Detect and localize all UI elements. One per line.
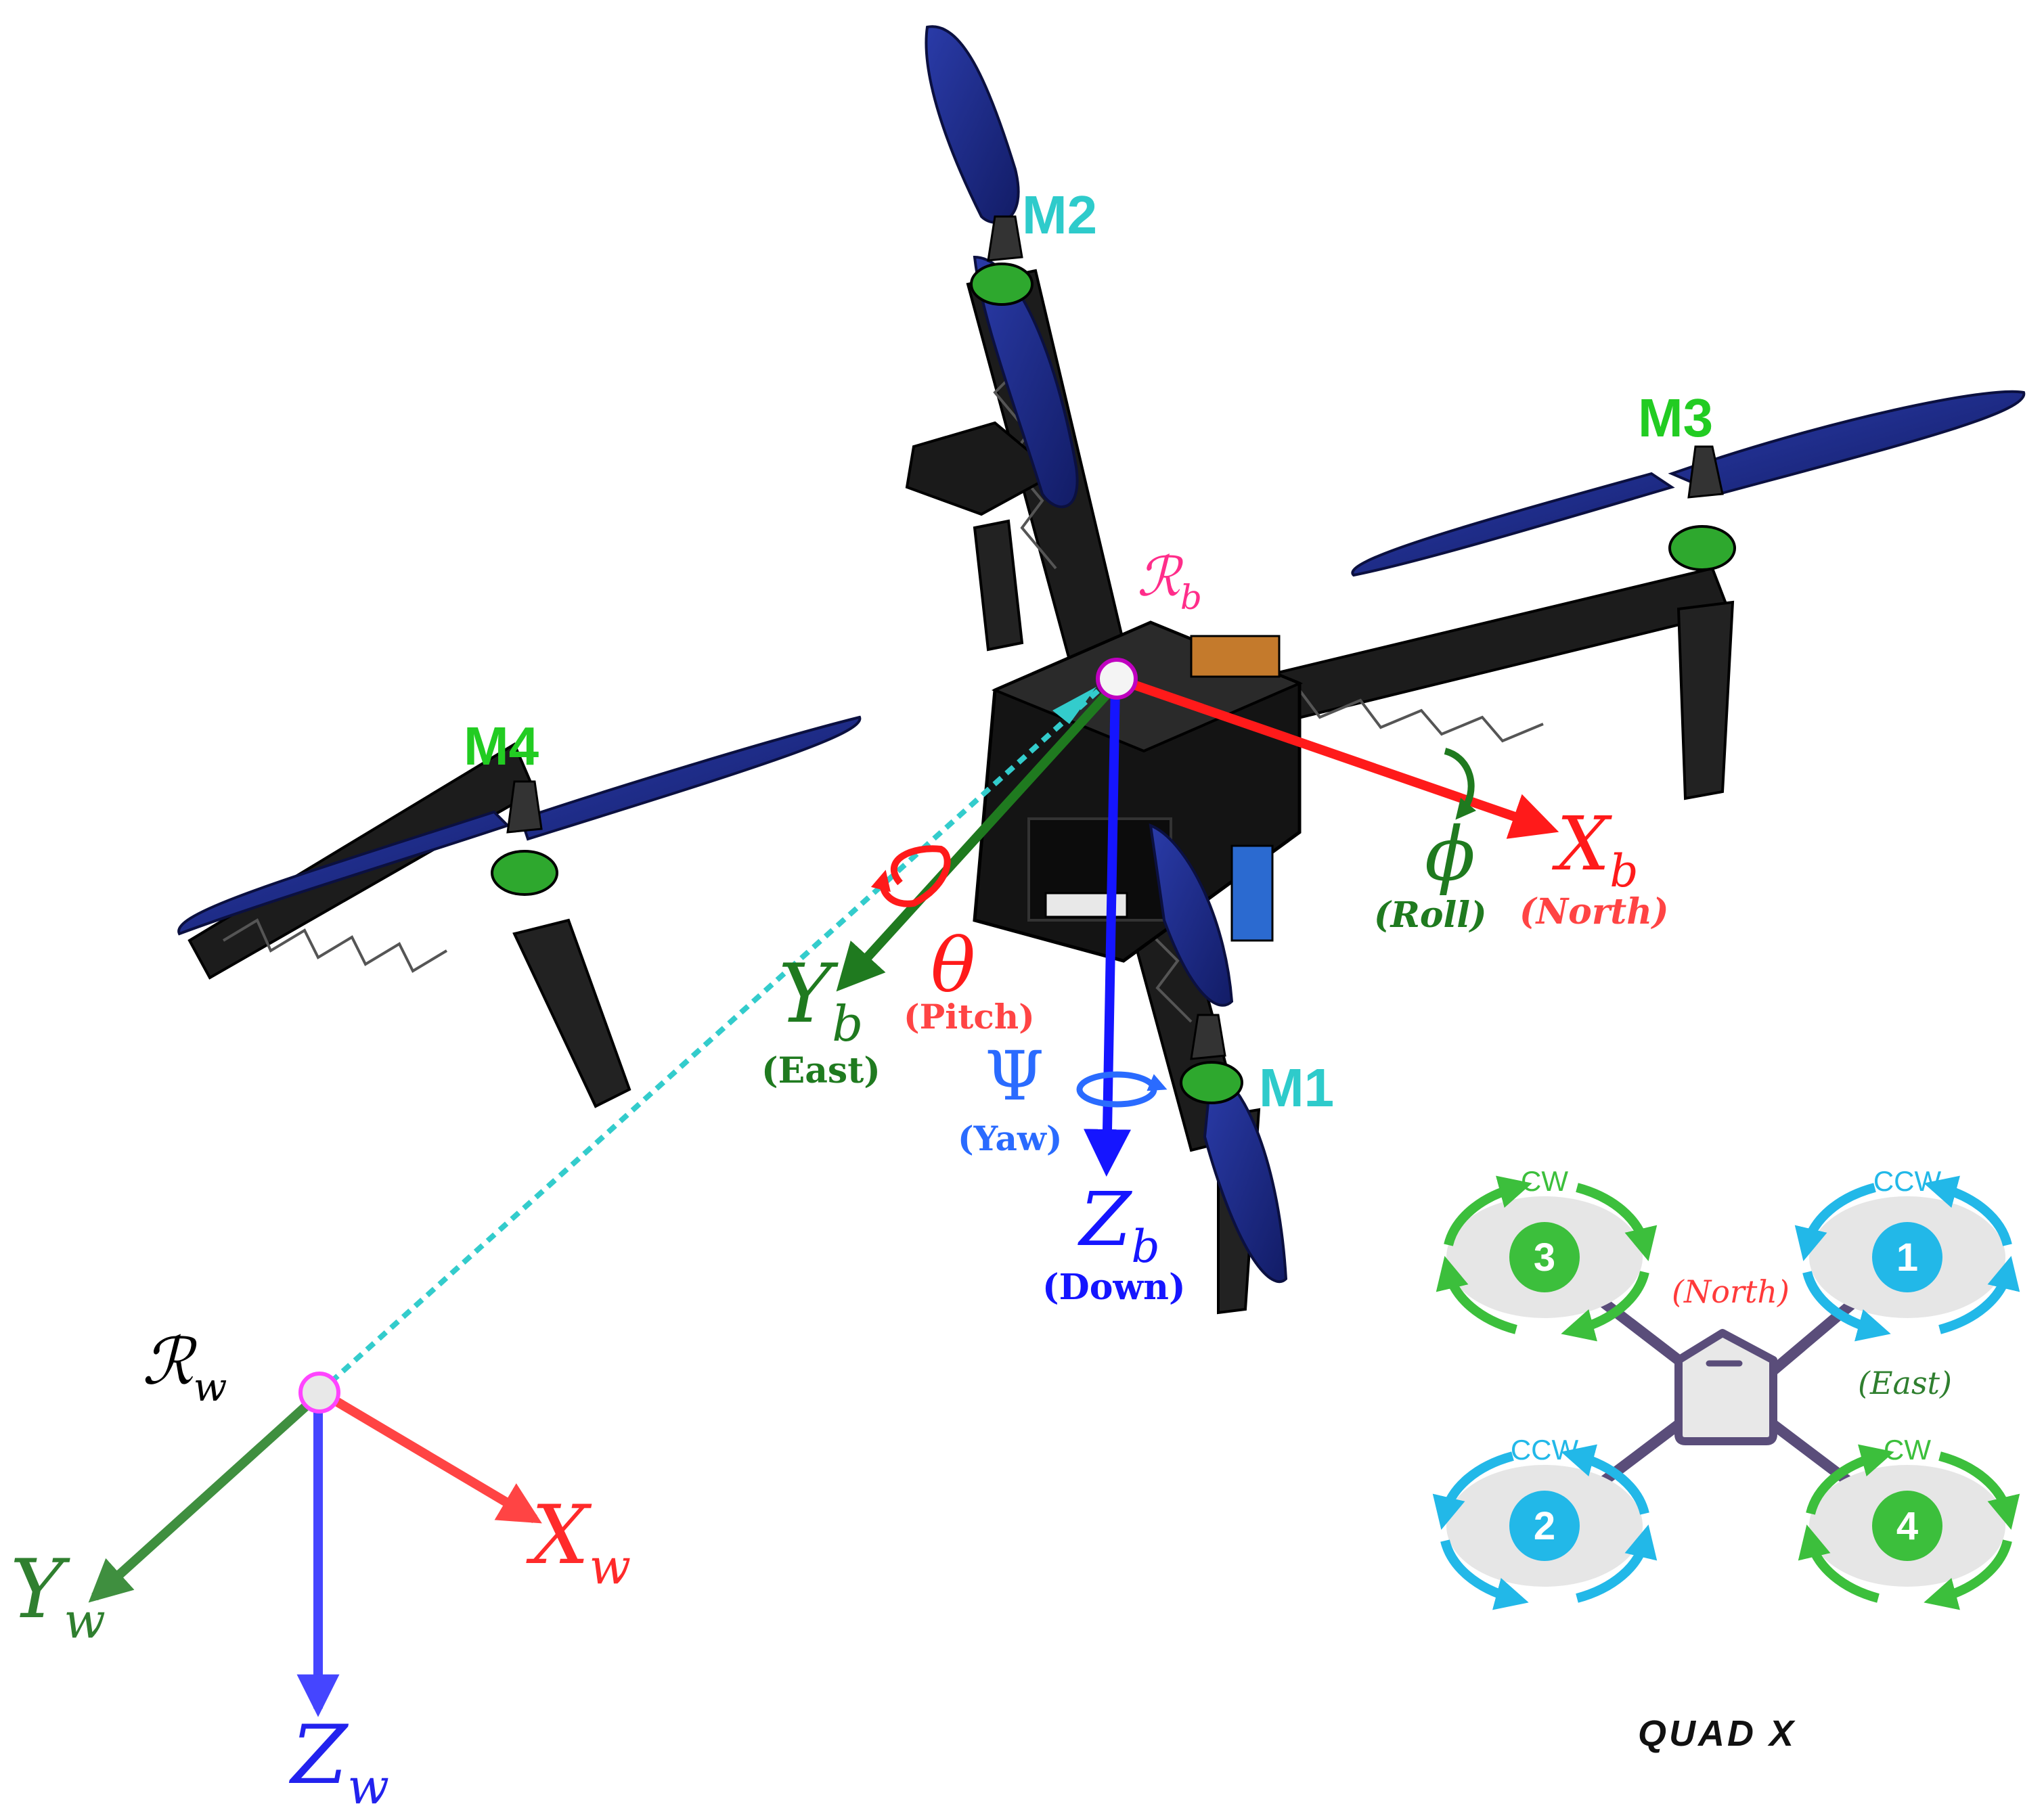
roll-caption: (Roll) — [1374, 895, 1487, 936]
roll-symbol: ϕ — [1425, 811, 1475, 897]
motor-label-m4: M4 — [464, 716, 539, 776]
z-body-caption: (Down) — [1042, 1267, 1186, 1308]
x-world-arrow — [319, 1388, 542, 1524]
quad-x-rotor: 3 CW — [1436, 1165, 1658, 1342]
quad-x-title: QUAD X — [1638, 1713, 1796, 1754]
world-frame-origin — [298, 1372, 340, 1413]
quad-x-diagram: 3 CW 1 CCW 2 CCW — [1432, 1165, 2020, 1754]
yaw-symbol: Ψ — [985, 1037, 1044, 1116]
quad-x-north-label: (North) — [1672, 1273, 1790, 1310]
body-frame-origin-label: ℛb — [1137, 545, 1202, 617]
y-world-label: Yw — [10, 1543, 106, 1649]
z-body-label: Zb — [1077, 1176, 1160, 1273]
y-body-arrow — [836, 680, 1121, 992]
rotor-number: 4 — [1896, 1504, 1918, 1548]
motor-label-m2: M2 — [1022, 185, 1097, 245]
rotor-direction: CCW — [1511, 1434, 1579, 1466]
pitch-symbol: θ — [931, 922, 975, 1009]
motor-label-m1: M1 — [1259, 1058, 1334, 1118]
world-frame-origin-label: ℛw — [142, 1325, 227, 1410]
pitch-rotation-icon — [870, 845, 951, 907]
rotor-direction: CW — [1521, 1165, 1568, 1197]
x-world-label: Xw — [526, 1489, 631, 1595]
yaw-caption: (Yaw) — [958, 1118, 1063, 1158]
y-body-label: Yb — [778, 947, 863, 1052]
quad-x-east-label: (East) — [1858, 1365, 1952, 1401]
quad-x-body — [1674, 1329, 1777, 1445]
rotor-direction: CW — [1884, 1434, 1931, 1466]
frame-link-dashed — [319, 678, 1112, 1393]
x-body-arrow — [1118, 675, 1559, 839]
body-frame: ℛb Xb (North) ϕ (Roll) Yb (East) θ (Pitc… — [319, 545, 1669, 1393]
motors — [491, 215, 1736, 1104]
motor-label-m3: M3 — [1638, 388, 1713, 448]
x-body-caption: (North) — [1519, 891, 1669, 932]
quad-x-rotor: 2 CCW — [1432, 1434, 1658, 1610]
pitch-caption: (Pitch) — [904, 997, 1035, 1037]
rotor-number: 3 — [1534, 1236, 1555, 1280]
y-body-caption: (East) — [761, 1050, 881, 1091]
y-world-arrow — [88, 1391, 321, 1603]
propellers — [177, 25, 2026, 1284]
body-frame-origin — [1096, 658, 1138, 700]
yaw-rotation-icon — [1076, 1071, 1157, 1108]
world-frame: ℛw Xw Yw Zw — [10, 1325, 631, 1810]
gps-module — [905, 421, 1059, 516]
rotor-number: 1 — [1896, 1236, 1918, 1280]
frame-link-arrowhead — [1052, 687, 1096, 724]
quad-x-rotor: 4 CW — [1798, 1434, 2020, 1610]
rotor-number: 2 — [1534, 1504, 1555, 1548]
roll-rotation-icon — [1444, 748, 1477, 820]
quad-x-rotor: 1 CCW — [1794, 1165, 2020, 1342]
x-body-label: Xb — [1551, 800, 1639, 897]
z-body-arrow — [1084, 683, 1132, 1177]
rotor-direction: CCW — [1873, 1165, 1942, 1197]
yaw-rotation-arrowhead — [1147, 1074, 1168, 1091]
z-world-label: Zw — [288, 1709, 389, 1810]
